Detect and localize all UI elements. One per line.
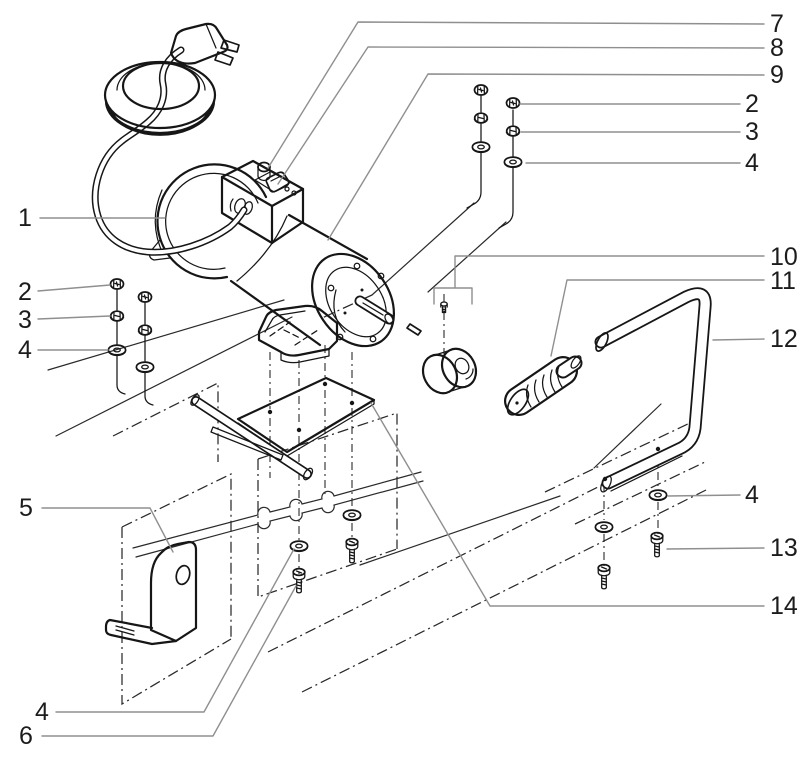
callout-3-left: 3 [18, 306, 32, 334]
nut-icon [109, 278, 125, 290]
callout-5: 5 [19, 494, 33, 522]
locknut-icon [137, 324, 153, 336]
nut-icon [137, 291, 153, 303]
callout-3-right: 3 [745, 118, 759, 146]
shaft-key-icon [406, 323, 422, 336]
nut-icon [505, 97, 521, 109]
nut-icon [473, 84, 489, 96]
callout-6: 6 [19, 722, 33, 750]
callout-4-handle: 4 [745, 481, 759, 509]
handle-grip [504, 355, 583, 416]
cart-frame-phantom [47, 202, 707, 706]
lower-fasteners [289, 489, 668, 594]
washer-icon [135, 361, 155, 374]
washer-icon [342, 509, 362, 522]
screw-icon [650, 531, 664, 558]
fastener-stack-right [466, 84, 523, 229]
callout-1: 1 [18, 204, 32, 232]
motor-bracket [104, 540, 198, 646]
tie-bar [190, 394, 314, 481]
cart-handle [594, 287, 712, 493]
power-plug-icon [169, 22, 240, 66]
power-switch-icon [265, 171, 297, 196]
locknut-icon [109, 310, 125, 322]
callout-4-right: 4 [745, 149, 759, 177]
locknut-icon [505, 125, 521, 137]
callout-7: 7 [770, 10, 784, 38]
cam-pulley-icon [421, 347, 478, 395]
callout-8: 8 [770, 34, 784, 62]
power-cord [91, 22, 248, 256]
callout-12: 12 [770, 325, 798, 353]
screw-icon [345, 537, 359, 564]
callout-9: 9 [770, 61, 784, 89]
set-screw-icon [440, 301, 448, 314]
washer-icon [594, 521, 614, 534]
circuit-breaker-icon [257, 161, 271, 182]
washer-icon [503, 156, 523, 169]
washer-icon [471, 141, 491, 154]
callout-14: 14 [770, 592, 798, 620]
callout-4-bottom: 4 [35, 698, 49, 726]
leader-lines [37, 21, 765, 737]
callout-4-left: 4 [18, 336, 32, 364]
washer-icon [107, 344, 127, 357]
fastener-stack-left [107, 278, 155, 406]
locknut-icon [473, 112, 489, 124]
callout-labels: 1 2 3 4 5 4 6 7 8 9 2 3 4 10 11 12 4 13 … [18, 10, 798, 750]
callout-10: 10 [770, 243, 798, 271]
callout-13: 13 [770, 534, 798, 562]
screw-icon [597, 563, 611, 590]
motor-assembly [148, 159, 395, 364]
callout-2-left: 2 [18, 278, 32, 306]
callout-2-right: 2 [745, 90, 759, 118]
callout-11: 11 [770, 267, 796, 295]
washer-icon [648, 489, 668, 502]
